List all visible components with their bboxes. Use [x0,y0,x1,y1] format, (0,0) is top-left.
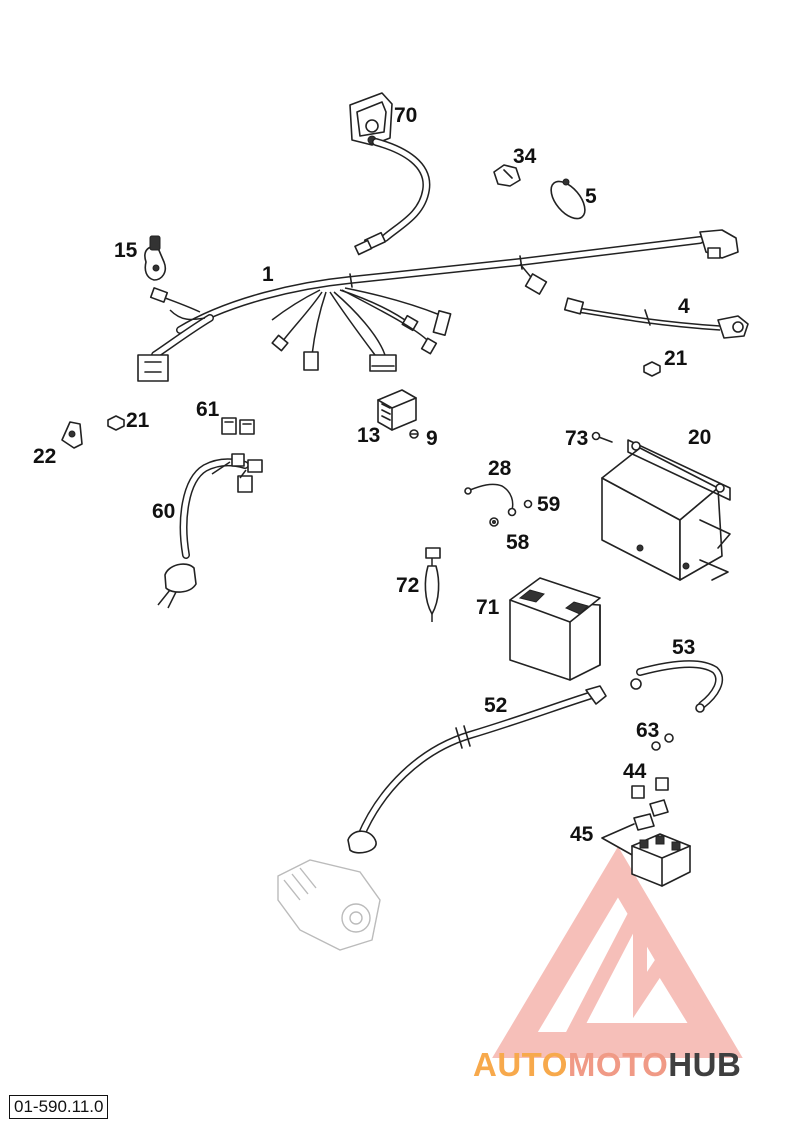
rubber-cap-34 [493,164,521,187]
label-battery: 71 [476,596,500,619]
label-ground-wire: 28 [488,457,512,480]
part-labels: 1 70 34 5 15 4 21 21 22 61 13 9 73 20 60… [33,104,711,846]
label-harness: 1 [262,263,274,286]
watermark-part-auto: AUTO [473,1046,568,1083]
label-cap-44: 44 [623,760,647,783]
label-cap-34: 34 [513,145,537,168]
screw-73 [591,431,613,443]
ground-wire-28 [464,483,517,517]
watermark-text: AUTOMOTOHUB [473,1046,741,1084]
cable-4 [563,297,749,339]
watermark-logo [492,846,743,1058]
starter-cable-52 [347,685,607,854]
switch-15 [144,235,167,281]
watermark-part-hub: HUB [668,1046,742,1083]
label-regulator: 13 [357,424,380,447]
label-starter-cable: 52 [484,694,507,717]
label-switch: 15 [114,239,138,262]
label-bracket-22: 22 [33,445,56,468]
reference-code: 01-590.11.0 [9,1095,109,1119]
ignition-cable-60 [157,453,263,609]
cap-44 [631,777,669,799]
battery-cable-53 [630,660,724,713]
label-nut-21a: 21 [664,347,688,370]
fuse-72 [424,547,441,622]
bracket-22 [61,421,83,449]
label-nut-21b: 21 [126,409,150,432]
label-cap-45: 45 [570,823,594,846]
label-relay-61: 61 [196,398,220,421]
label-screw-9: 9 [426,427,438,450]
label-clamp: 5 [585,185,597,208]
ignition-coil [349,92,431,256]
starter-relay-45 [601,799,691,887]
label-cable-53: 53 [672,636,695,659]
regulator-13 [377,389,417,431]
hose-clamp-5 [550,178,586,220]
nut-21-right [643,361,661,377]
label-screw-73: 73 [565,427,588,450]
screw-63 [651,733,674,751]
label-fuse-72: 72 [396,574,419,597]
screw-9 [409,429,419,439]
label-ignition-cable: 60 [152,500,175,523]
label-coil: 70 [394,104,417,127]
main-wiring-harness [137,229,739,382]
relay-61 [221,417,255,435]
nut-21-left [107,415,125,431]
label-battery-box: 20 [688,426,711,449]
label-screw-63: 63 [636,719,659,742]
washer-58 [489,517,499,527]
battery-box-20 [601,439,731,581]
label-washer-58: 58 [506,531,530,554]
screw-59 [523,499,533,509]
label-cable-4: 4 [678,295,690,318]
label-screw-59: 59 [537,493,560,516]
starter-motor [277,859,381,951]
battery-71 [509,577,601,681]
watermark-part-moto: MOTO [567,1046,669,1083]
